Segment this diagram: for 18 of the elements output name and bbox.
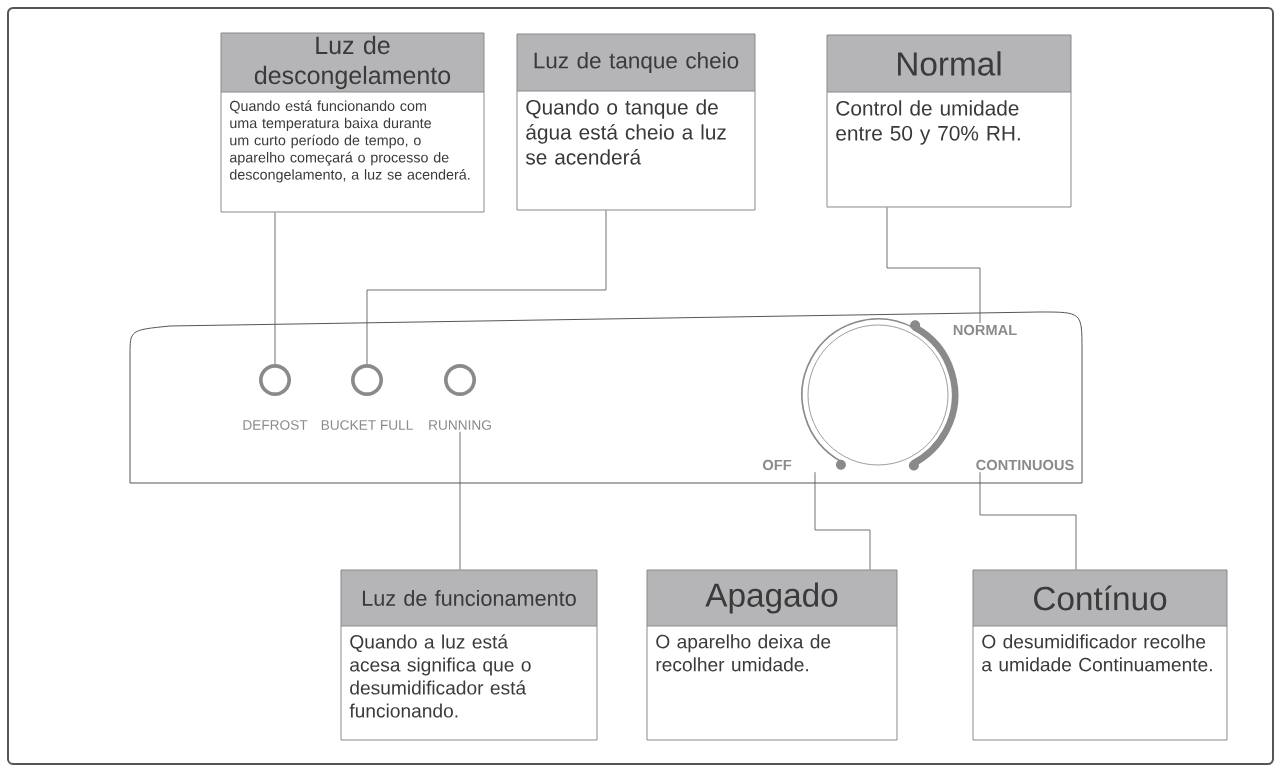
callout-box: Contínuo O desumidificador recolhe a umidade Continuamente. — [972, 569, 1228, 741]
leader-line — [979, 471, 1077, 570]
callout-box: Luz de funcionamento Quando a luz está acesa significa que o desumidificador está funcionando. — [340, 569, 598, 741]
dial-position-label: OFF — [762, 459, 792, 471]
leader-line — [274, 212, 276, 365]
leader-line — [886, 207, 981, 324]
leader-line — [366, 210, 607, 365]
callout-box: Normal Control de umidade entre 50 y 70% RH. — [826, 34, 1072, 208]
callout-box: Luz de descongelamento Quando está funcionando com uma temperatura baixa durante um curto período de tempo, o aparelho começará o processo de descongelamento, a luz se acenderá. — [220, 32, 485, 213]
dial-position-label: CONTINUOUS — [976, 459, 1074, 471]
leader-line — [459, 431, 461, 570]
light-label: BUCKET FULL — [321, 420, 413, 430]
light-label: RUNNING — [429, 420, 491, 430]
light-label: DEFROST — [243, 420, 308, 430]
leader-line — [814, 471, 871, 570]
callout-box: Apagado O aparelho deixa de recolher umidade. — [646, 569, 898, 741]
callout-box: Luz de tanque cheio Quando o tanque de água está cheio a luz se acenderá — [516, 33, 756, 211]
dial-position-label: NORMAL — [953, 324, 1017, 336]
